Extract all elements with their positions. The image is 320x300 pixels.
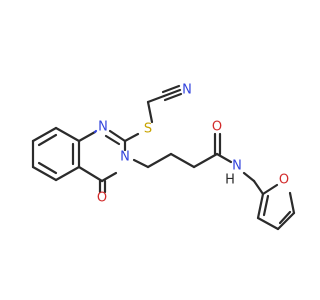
butanamide-chain xyxy=(132,132,256,183)
benzene-ring xyxy=(31,126,81,182)
cyanomethylthio-group xyxy=(123,84,183,143)
amide-hydrogen-label: H xyxy=(225,173,235,188)
furan-oxygen-label: O xyxy=(279,173,289,188)
amide-nitrogen-label: N xyxy=(232,159,242,174)
ring-nitrogen-1-label: N xyxy=(98,120,108,135)
pyrimidinone-ring xyxy=(77,129,127,183)
amide-oxygen-label: O xyxy=(212,120,222,135)
ring-nitrogen-3-label: N xyxy=(120,150,130,165)
furan-ring xyxy=(252,179,296,231)
ketone-group xyxy=(98,179,107,194)
ketone-oxygen-label: O xyxy=(97,191,107,206)
nitrile-nitrogen-label: N xyxy=(182,83,192,98)
molecule-diagram: N S N N O O N H O xyxy=(31,82,296,231)
structure-drawing: N S N N O O N H O xyxy=(31,83,296,231)
sulfur-label: S xyxy=(144,122,152,137)
atom-labels: N S N N O O N H O xyxy=(97,83,289,206)
